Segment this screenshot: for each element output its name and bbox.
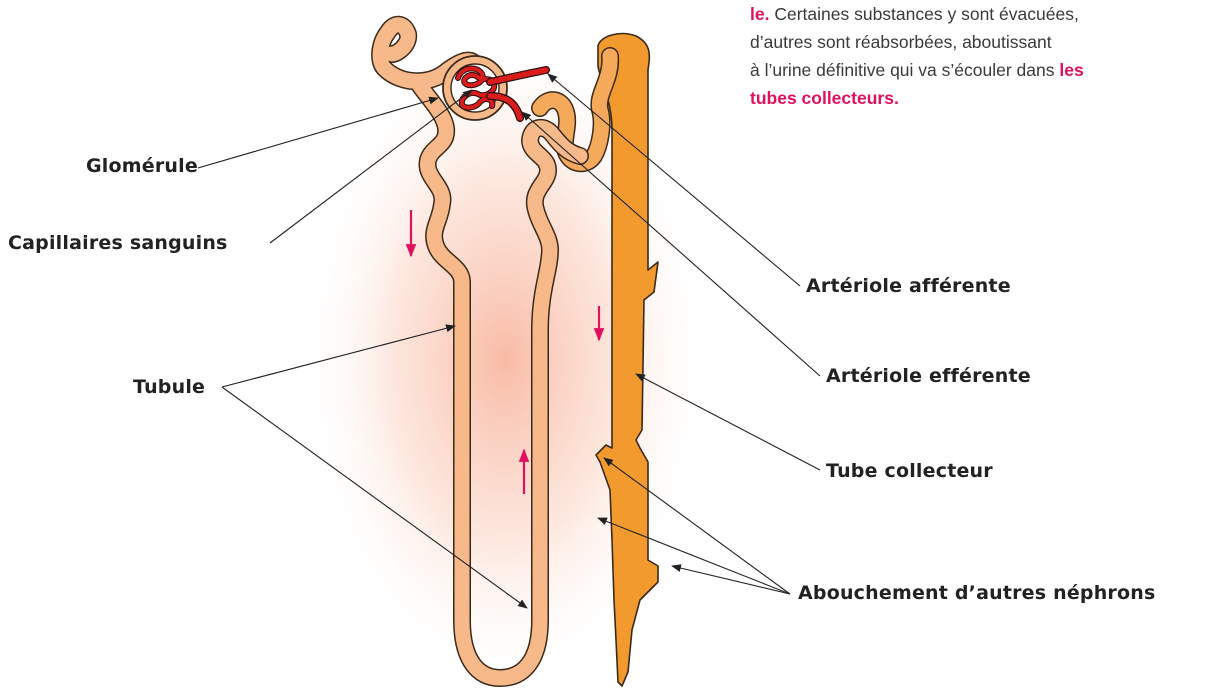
para-line3-highlight: les: [1059, 60, 1083, 80]
para-line2: d’autres sont réabsorbées, aboutissant: [750, 28, 1212, 56]
label-capillaires-sanguins: Capillaires sanguins: [8, 232, 228, 254]
label-abouchement: Abouchement d’autres néphrons: [798, 582, 1156, 604]
label-arteriole-afferente: Artériole afférente: [806, 275, 1011, 297]
glomerulus: [443, 56, 507, 120]
label-tubule: Tubule: [133, 376, 205, 398]
label-arteriole-efferente: Artériole efférente: [826, 365, 1031, 387]
label-glomerule: Glomérule: [86, 155, 198, 177]
para-line3: à l’urine définitive qui va s’écouler da…: [750, 60, 1059, 80]
label-tube-collecteur: Tube collecteur: [826, 460, 993, 482]
intro-paragraph: le. Certaines substances y sont évacuées…: [750, 0, 1212, 112]
para-line4-highlight: tubes collecteurs.: [750, 84, 1212, 112]
para-lead-highlight: le.: [750, 4, 769, 24]
para-line1: Certaines substances y sont évacuées,: [769, 4, 1078, 24]
